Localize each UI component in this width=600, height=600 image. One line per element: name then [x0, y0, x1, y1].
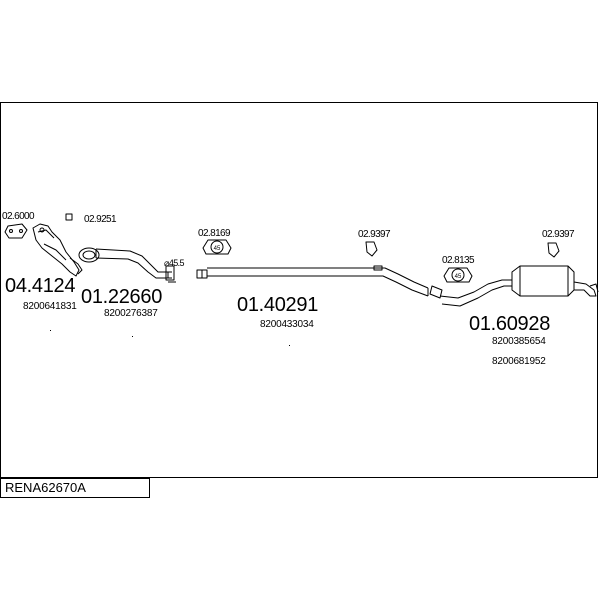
rear-pipe-shape [439, 279, 512, 307]
gasket-shape [4, 223, 28, 239]
part-oe-rear-2: 8200681952 [492, 356, 546, 367]
clamp2-size: 45 [455, 274, 462, 280]
clamp1-shape [202, 239, 232, 255]
fitting-ref-hanger2: 02.9397 [542, 229, 575, 240]
pipe-clamp-shape [165, 265, 176, 283]
mid1-pipe-shape [95, 248, 172, 279]
part-ref-front: 04.4124 [5, 275, 76, 297]
fitting-ref-ring: 02.9251 [84, 214, 117, 225]
fitting-ref-clamp2: 02.8135 [442, 255, 475, 266]
ring-shape [78, 247, 100, 263]
rear-silencer-shape [511, 265, 599, 297]
part-oe-rear-1: 8200385654 [492, 336, 546, 347]
fitting-ref-gasket: 02.6000 [2, 211, 35, 222]
fitting-ref-hanger1: 02.9397 [358, 229, 391, 240]
hanger1-shape [365, 241, 383, 271]
pipe-diameter-label: ⌀45.5 [164, 258, 185, 268]
clamp2-shape [443, 267, 473, 283]
clamp1-size: 45 [214, 246, 221, 252]
sleeve-shape [429, 285, 443, 299]
part-ref-mid1: 01.22660 [81, 286, 163, 308]
part-oe-mid2: 8200433034 [260, 319, 314, 330]
bolt-shape [65, 213, 73, 221]
front-section-shape [32, 223, 83, 277]
part-oe-mid1: 8200276387 [104, 308, 158, 319]
part-oe-front: 8200641831 [23, 301, 77, 312]
mid2-pipe-shape [207, 267, 429, 297]
fitting-ref-clamp1: 02.8169 [198, 228, 231, 239]
hanger2-shape [547, 242, 560, 258]
part-ref-mid2: 01.40291 [237, 294, 319, 316]
joint-shape [196, 269, 208, 279]
diagram-code-label: RENA62670A [0, 478, 150, 498]
part-ref-rear: 01.60928 [469, 313, 551, 335]
